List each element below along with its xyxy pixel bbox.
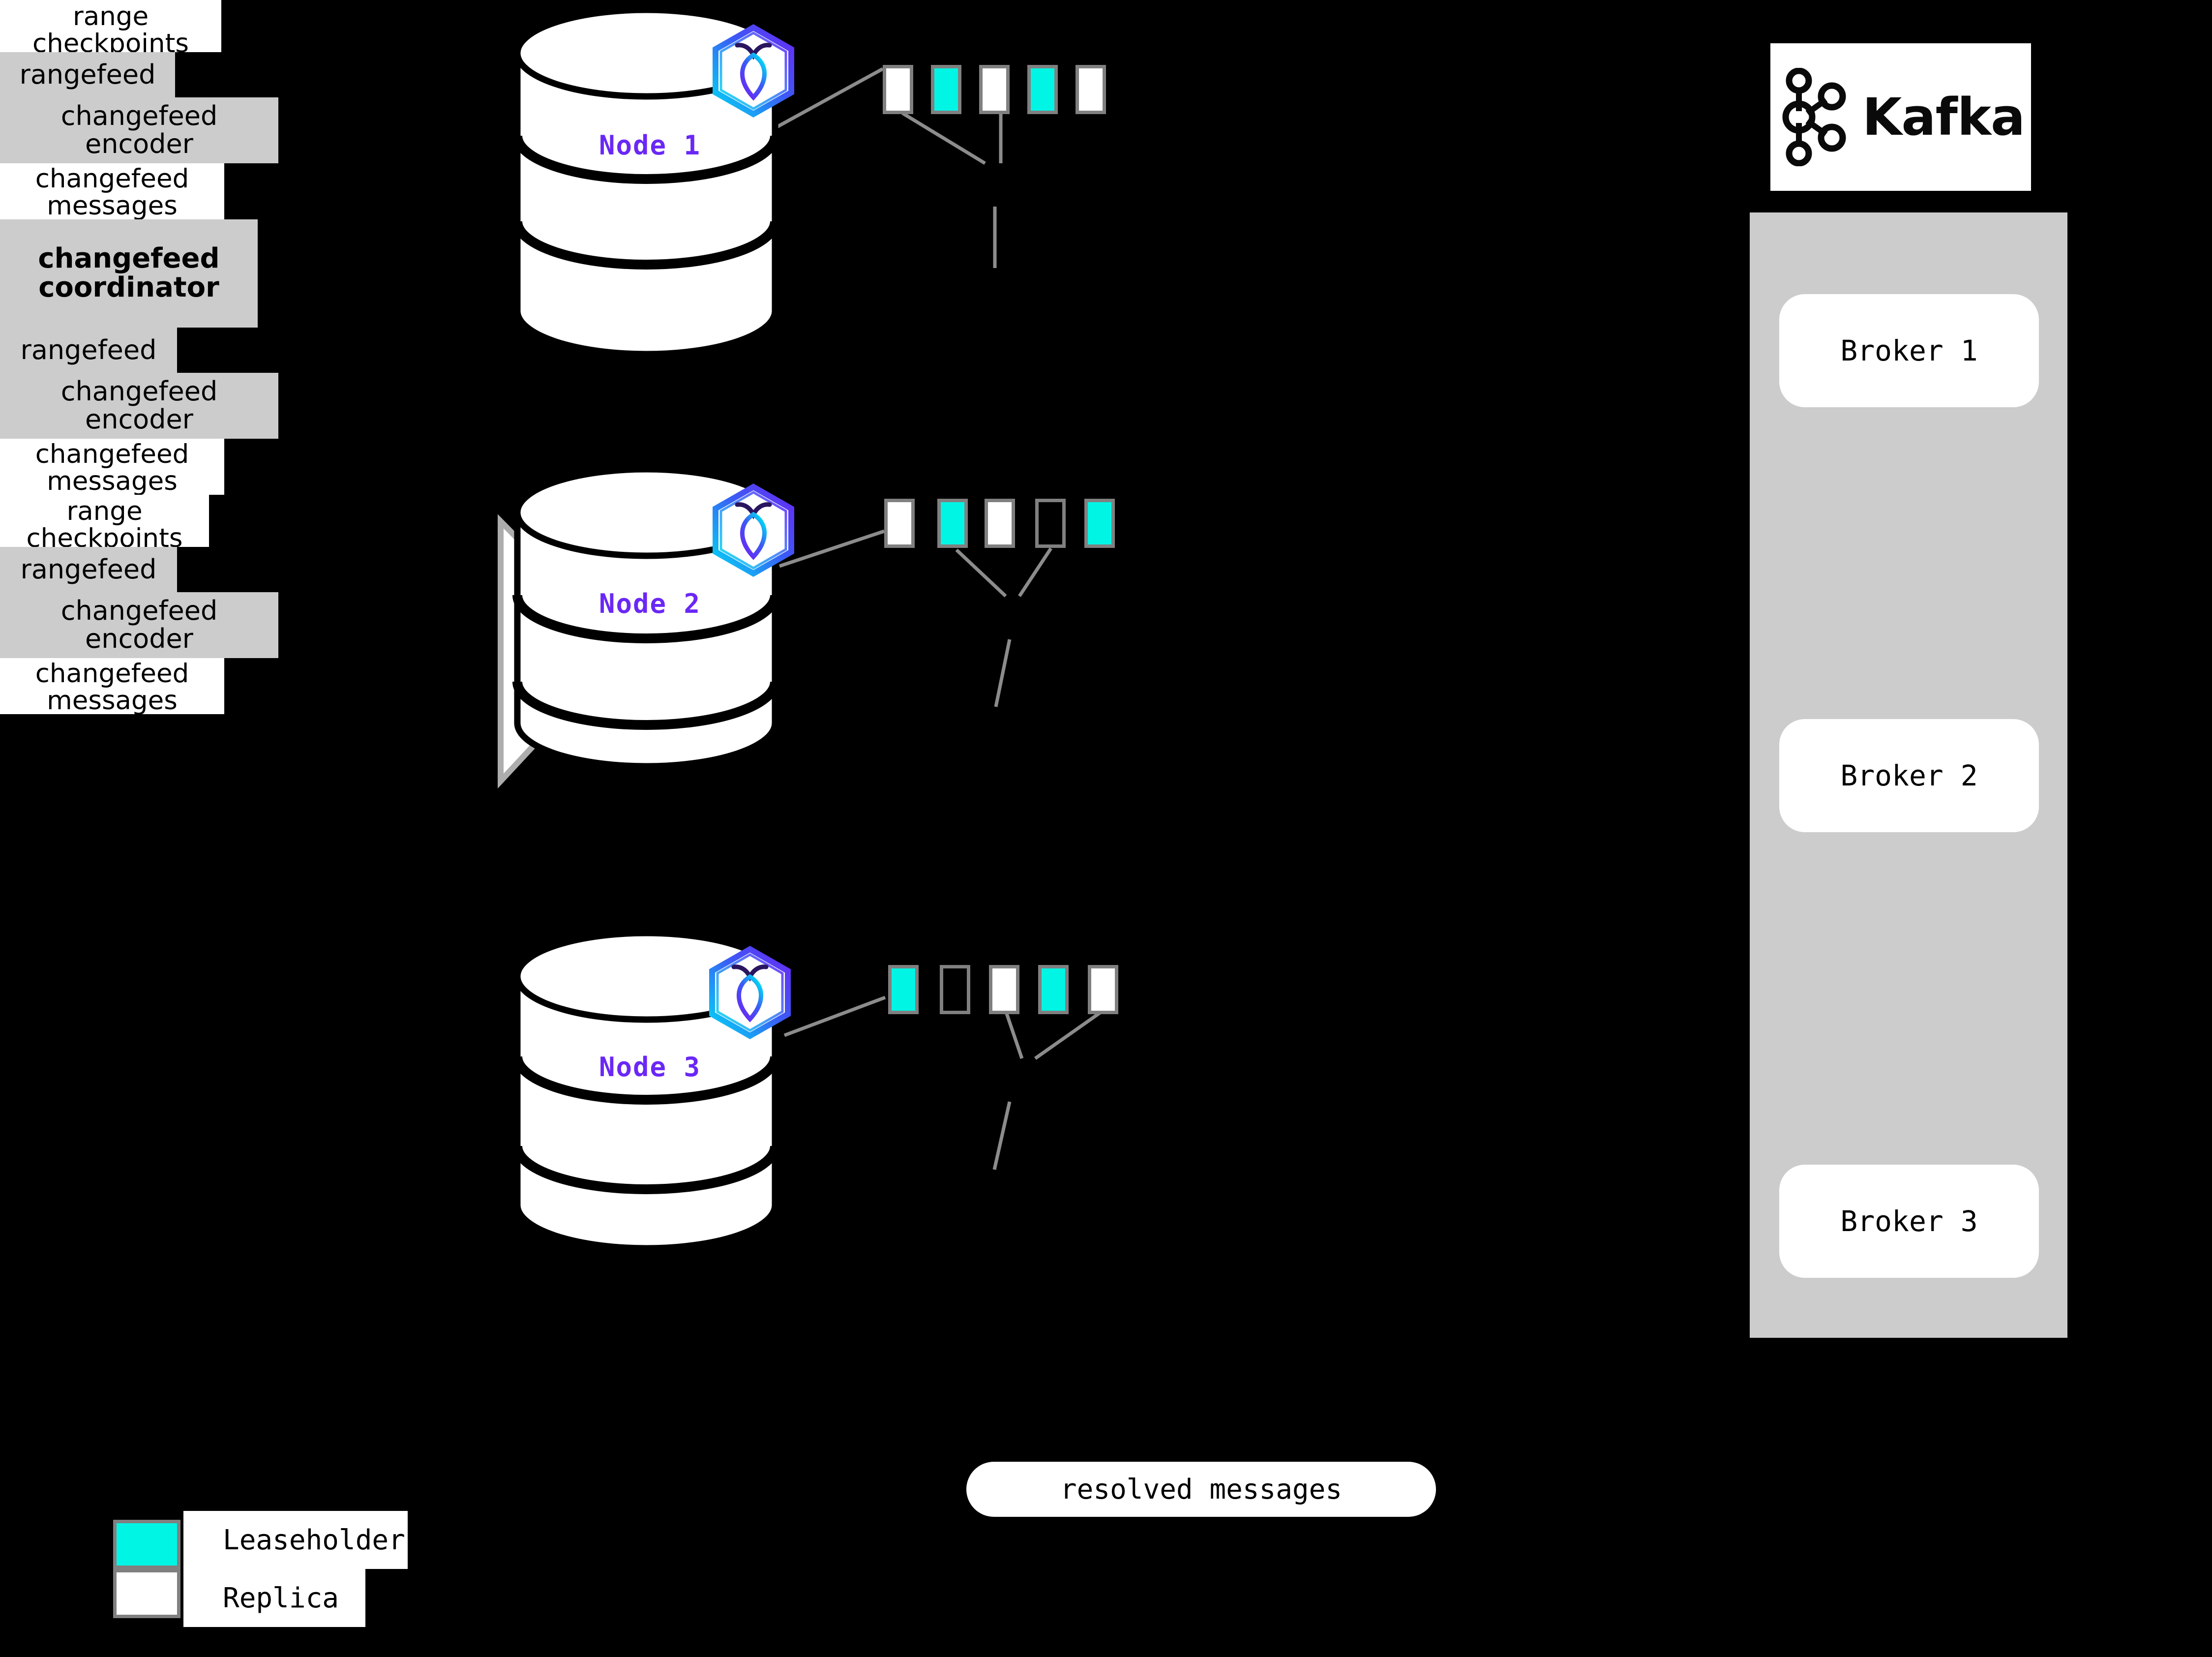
resolved-messages-pill[interactable]: resolved messages: [966, 1462, 1436, 1517]
node2-range-1-replica[interactable]: [884, 499, 915, 548]
node2-range-5-leaseholder[interactable]: [1084, 499, 1115, 548]
node3-range-1-leaseholder[interactable]: [888, 965, 919, 1014]
cf-msg-line1: changefeed: [35, 439, 189, 469]
cf-msg-line1: changefeed: [35, 659, 189, 689]
node2-changefeed-encoder-box[interactable]: changefeed encoder: [0, 373, 278, 439]
node1-label: Node 1: [599, 130, 701, 161]
range-checkpoints-line1: range: [66, 496, 143, 526]
node3-changefeed-messages-label: changefeed messages: [0, 658, 224, 714]
cf-msg-line2: messages: [47, 466, 178, 495]
node1-connectors: [776, 67, 1003, 268]
node2-range-4-empty[interactable]: [1035, 499, 1066, 548]
kafka-nodegraph-icon: [1782, 68, 1846, 166]
node2-range-2-leaseholder[interactable]: [937, 499, 968, 548]
legend-swatch-leaseholder: [113, 1520, 180, 1569]
broker-2[interactable]: Broker 2: [1779, 719, 2039, 832]
range-checkpoints-line1: range: [72, 1, 149, 31]
encoder-line1: changefeed: [60, 595, 218, 627]
kafka-wordmark: Kafka: [1862, 87, 2025, 147]
broker-3[interactable]: Broker 3: [1779, 1165, 2039, 1278]
node1-rangefeed-box[interactable]: rangefeed: [0, 52, 175, 97]
node3-connectors: [783, 995, 1106, 1170]
node3-range-3-replica[interactable]: [989, 965, 1019, 1014]
kafka-inbound-arrow: [2064, 339, 2094, 357]
range-checkpoints-line2: checkpoints: [26, 523, 183, 547]
legend-label-leaseholder: Leaseholder: [183, 1511, 408, 1569]
node1-range-2-leaseholder[interactable]: [931, 65, 961, 114]
cf-msg-line1: changefeed: [35, 164, 189, 194]
encoder-line1: changefeed: [60, 100, 218, 132]
node1-range-checkpoints-label: range checkpoints: [0, 0, 221, 52]
node1-range-3-replica[interactable]: [979, 65, 1010, 114]
node1-range-5-replica[interactable]: [1076, 65, 1106, 114]
node1-changefeed-encoder-box[interactable]: changefeed encoder: [0, 97, 278, 163]
node3-label: Node 3: [599, 1052, 701, 1083]
broker-1[interactable]: Broker 1: [1779, 294, 2039, 407]
cf-msg-line2: messages: [47, 191, 178, 219]
node3-range-4-leaseholder[interactable]: [1038, 965, 1069, 1014]
node2-range-3-replica[interactable]: [985, 499, 1015, 548]
encoder-line2: encoder: [85, 128, 193, 159]
cf-msg-line2: messages: [47, 686, 178, 714]
node3-rangefeed-box[interactable]: rangefeed: [0, 547, 177, 592]
range-checkpoints-line2: checkpoints: [32, 29, 189, 52]
node3-range-checkpoints-label: range checkpoints: [0, 495, 209, 547]
node3-range-5-replica[interactable]: [1088, 965, 1118, 1014]
node1-range-1-replica[interactable]: [883, 65, 913, 114]
legend-swatch-replica: [113, 1569, 180, 1618]
coordinator-line1: changefeed: [38, 242, 220, 275]
changefeed-coordinator-box[interactable]: changefeed coordinator: [0, 219, 258, 328]
node2-connectors: [778, 529, 1052, 707]
encoder-line2: encoder: [85, 404, 193, 435]
node1-changefeed-messages-label: changefeed messages: [0, 163, 224, 219]
coordinator-line2: coordinator: [38, 271, 219, 303]
node2-changefeed-messages-label: changefeed messages: [0, 439, 224, 495]
node3-range-2-empty[interactable]: [940, 965, 970, 1014]
encoder-line1: changefeed: [60, 376, 218, 407]
legend-label-replica: Replica: [183, 1569, 365, 1627]
node2-label: Node 2: [599, 588, 701, 619]
node1-range-4-leaseholder[interactable]: [1027, 65, 1058, 114]
kafka-logo-card: Kafka: [1770, 43, 2031, 191]
encoder-line2: encoder: [85, 623, 193, 654]
node3-changefeed-encoder-box[interactable]: changefeed encoder: [0, 592, 278, 658]
node2-rangefeed-box[interactable]: rangefeed: [0, 328, 177, 373]
